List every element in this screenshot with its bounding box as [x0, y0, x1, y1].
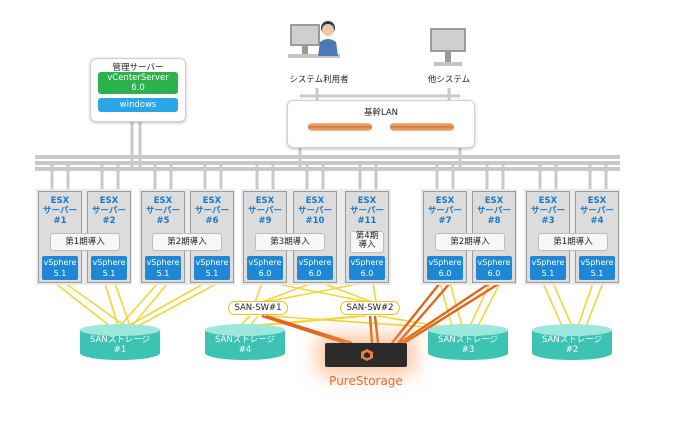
lan-switch-1	[308, 123, 372, 131]
san-switch-2: SAN-SW#2	[340, 301, 400, 315]
purestorage-label: PureStorage	[329, 374, 403, 388]
phase-label-2: 第2期導入	[152, 233, 222, 251]
san-switch-1: SAN-SW#1	[228, 301, 288, 315]
lan-switch-2	[390, 123, 454, 131]
server-drop-lines	[50, 165, 608, 190]
user-at-computer-icon	[288, 21, 340, 58]
san-storage-4: SANストレージ#4	[205, 324, 285, 364]
windows-box: windows	[98, 98, 178, 112]
san-storage-3: SANストレージ#3	[428, 324, 508, 364]
storage-label: SANストレージ#4	[214, 335, 276, 355]
storage-label: SANストレージ#2	[541, 335, 603, 355]
management-title: 管理サーバー	[112, 63, 164, 73]
network-backbone-bar-1	[35, 155, 620, 159]
purestorage-links-orange	[261, 281, 501, 345]
terminal-other-label: 他システム	[427, 75, 471, 85]
vcenter-server-box: vCenterServer 6.0	[98, 72, 178, 94]
phase-label-4: 第4期導入	[350, 231, 384, 253]
san-links-yellow	[54, 282, 604, 329]
vcenter-line1: vCenterServer	[107, 73, 169, 83]
phase-label-6: 第1期導入	[538, 233, 608, 251]
management-server: 管理サーバー vCenterServer 6.0 windows	[90, 58, 186, 122]
vcenter-line2: 6.0	[131, 83, 145, 93]
san-storage-1: SANストレージ#1	[80, 324, 160, 364]
storage-label: SANストレージ#3	[437, 335, 499, 355]
terminal-user-label: システム利用者	[289, 75, 349, 85]
san-storage-2: SANストレージ#2	[532, 324, 612, 364]
phase-label-3: 第3期導入	[255, 233, 325, 251]
purestorage-logo-icon	[361, 349, 373, 361]
terminal-user	[284, 18, 354, 74]
purestorage-array	[325, 343, 407, 367]
phase-label-1: 第1期導入	[50, 233, 120, 251]
terminal-other	[424, 26, 474, 74]
backbone-lan-box: 基幹LAN	[287, 100, 475, 148]
network-backbone-bar-2	[35, 161, 620, 165]
storage-label: SANストレージ#1	[89, 335, 151, 355]
network-backbone-bar-3	[35, 167, 620, 171]
phase-label-5: 第2期導入	[435, 233, 505, 251]
lan-label: 基幹LAN	[363, 108, 399, 118]
computer-icon	[430, 28, 466, 66]
